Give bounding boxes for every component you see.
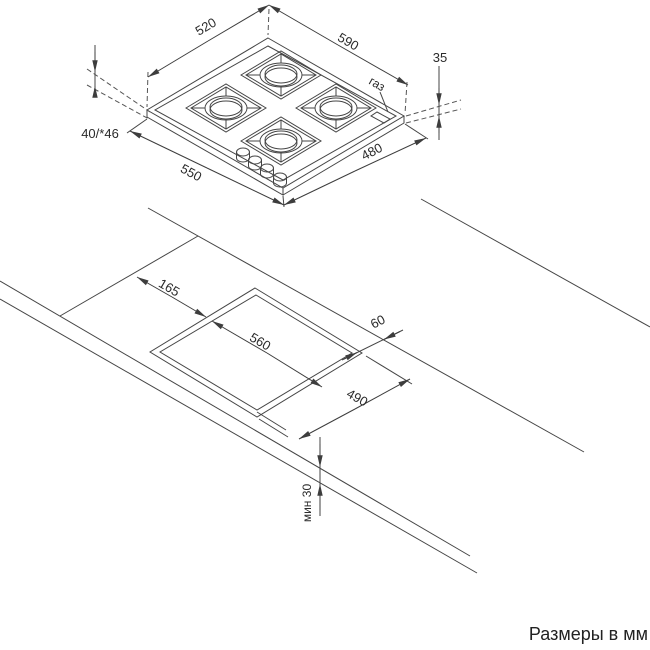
dim-550: [126, 118, 285, 208]
worktop-cutout-view: 165 560 60 490 мин 30: [0, 198, 650, 574]
dim-560: [211, 320, 323, 388]
dim-60-label: 60: [368, 312, 388, 332]
units-caption: Размеры в мм: [529, 624, 648, 644]
burner-right: [295, 83, 377, 133]
dim-480-label: 480: [359, 140, 385, 163]
gas-connection: [370, 91, 391, 124]
dim-480: [283, 123, 429, 206]
control-knobs: [236, 147, 287, 188]
control-knob: [260, 163, 274, 179]
dim-165-label: 165: [156, 276, 182, 300]
burner-front: [240, 116, 322, 166]
control-knob: [273, 172, 287, 188]
control-knob: [236, 147, 250, 163]
dim-490-label: 490: [344, 386, 370, 410]
cutout-opening: [149, 287, 363, 418]
hob-isometric-view: газ 520 590 35: [81, 4, 462, 208]
dim-520-label: 520: [193, 15, 219, 39]
dim-min-30-label: мин 30: [300, 484, 314, 523]
dim-490: [256, 355, 413, 440]
dim-165: [136, 276, 207, 318]
worktop-outline: [0, 198, 650, 574]
dim-60: [341, 329, 404, 361]
burner-back: [240, 50, 322, 100]
dim-40-46-label: 40/*46: [81, 126, 119, 141]
dim-40-46: [86, 45, 151, 120]
dim-590: [268, 4, 409, 115]
control-knob: [248, 155, 262, 171]
dim-590-label: 590: [335, 30, 361, 54]
gas-label: газ: [367, 74, 388, 94]
dim-560-label: 560: [247, 330, 273, 354]
hob-outline: [146, 37, 405, 196]
dim-520: [146, 4, 270, 108]
burner-left: [185, 83, 267, 133]
dim-35: [405, 66, 462, 140]
dim-35-label: 35: [433, 50, 447, 65]
